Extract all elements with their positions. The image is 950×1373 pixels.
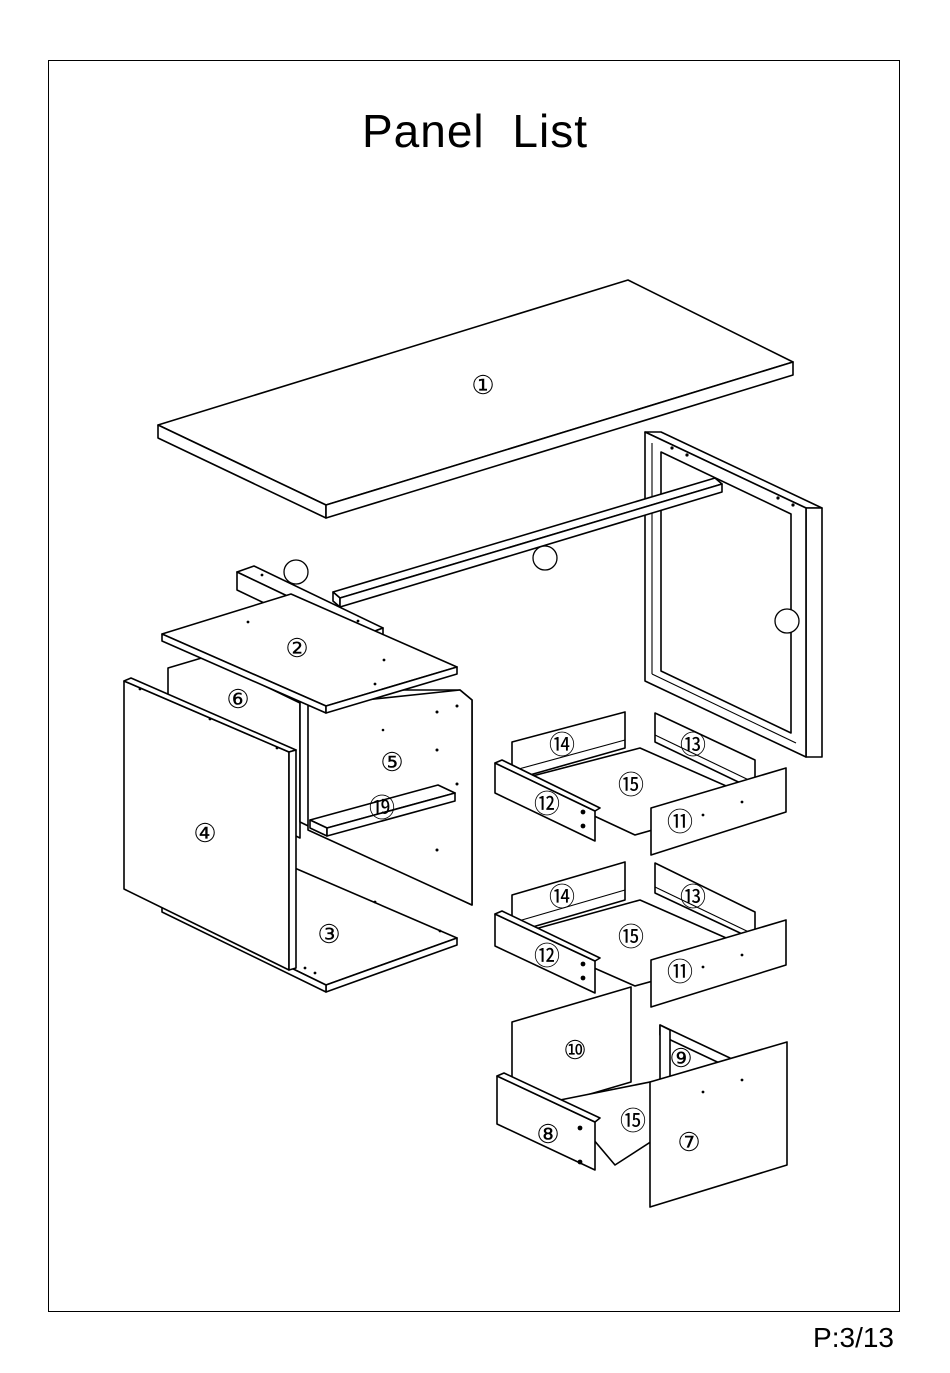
svg-text:⑤: ⑤ — [380, 747, 403, 777]
hardware-callout-beam — [533, 546, 557, 570]
svg-text:⑮: ⑮ — [618, 922, 644, 952]
callout-part-15-middle: ⑮ — [618, 922, 644, 952]
svg-text:③: ③ — [317, 919, 340, 949]
hardware-callout-left — [284, 560, 308, 584]
callout-part-9: ⑨ — [669, 1043, 692, 1073]
svg-text:⑬: ⑬ — [680, 730, 706, 760]
callout-part-11-middle: ⑪ — [667, 957, 693, 987]
lower-drawer — [497, 987, 787, 1207]
hardware-callout-frame — [775, 609, 799, 633]
svg-text:⑭: ⑭ — [549, 730, 575, 760]
svg-text:⑫: ⑫ — [534, 941, 560, 971]
callout-part-12-upper: ⑫ — [534, 789, 560, 819]
callout-part-6: ⑥ — [226, 684, 249, 714]
callout-part-2: ② — [285, 633, 308, 663]
callout-part-13-upper: ⑬ — [680, 730, 706, 760]
svg-text:⑧: ⑧ — [536, 1119, 559, 1149]
metal-frame — [645, 432, 822, 757]
callout-part-14-middle: ⑭ — [549, 882, 575, 912]
svg-text:⑪: ⑪ — [667, 807, 693, 837]
callout-part-5: ⑤ — [380, 747, 403, 777]
callout-part-3: ③ — [317, 919, 340, 949]
callout-part-19: ⑲ — [369, 793, 395, 823]
svg-text:⑬: ⑬ — [680, 882, 706, 912]
callout-part-7: ⑦ — [677, 1127, 700, 1157]
svg-text:⑪: ⑪ — [667, 957, 693, 987]
callout-part-8: ⑧ — [536, 1119, 559, 1149]
svg-text:⑮: ⑮ — [620, 1106, 646, 1136]
callout-part-1: ① — [471, 370, 494, 400]
svg-text:④: ④ — [193, 818, 216, 848]
svg-text:⑲: ⑲ — [369, 793, 395, 823]
callout-part-10: ⑩ — [563, 1035, 586, 1065]
callout-part-12-middle: ⑫ — [534, 941, 560, 971]
svg-text:②: ② — [285, 633, 308, 663]
svg-text:⑥: ⑥ — [226, 684, 249, 714]
callout-part-13-middle: ⑬ — [680, 882, 706, 912]
svg-text:⑭: ⑭ — [549, 882, 575, 912]
callout-part-15-upper: ⑮ — [618, 770, 644, 800]
svg-text:①: ① — [471, 370, 494, 400]
callout-part-4: ④ — [193, 818, 216, 848]
svg-text:⑨: ⑨ — [669, 1043, 692, 1073]
callout-part-11-upper: ⑪ — [667, 807, 693, 837]
callout-part-14-upper: ⑭ — [549, 730, 575, 760]
svg-text:⑩: ⑩ — [563, 1035, 586, 1065]
svg-text:⑮: ⑮ — [618, 770, 644, 800]
svg-text:⑦: ⑦ — [677, 1127, 700, 1157]
callout-part-15-lower: ⑮ — [620, 1106, 646, 1136]
svg-text:⑫: ⑫ — [534, 789, 560, 819]
